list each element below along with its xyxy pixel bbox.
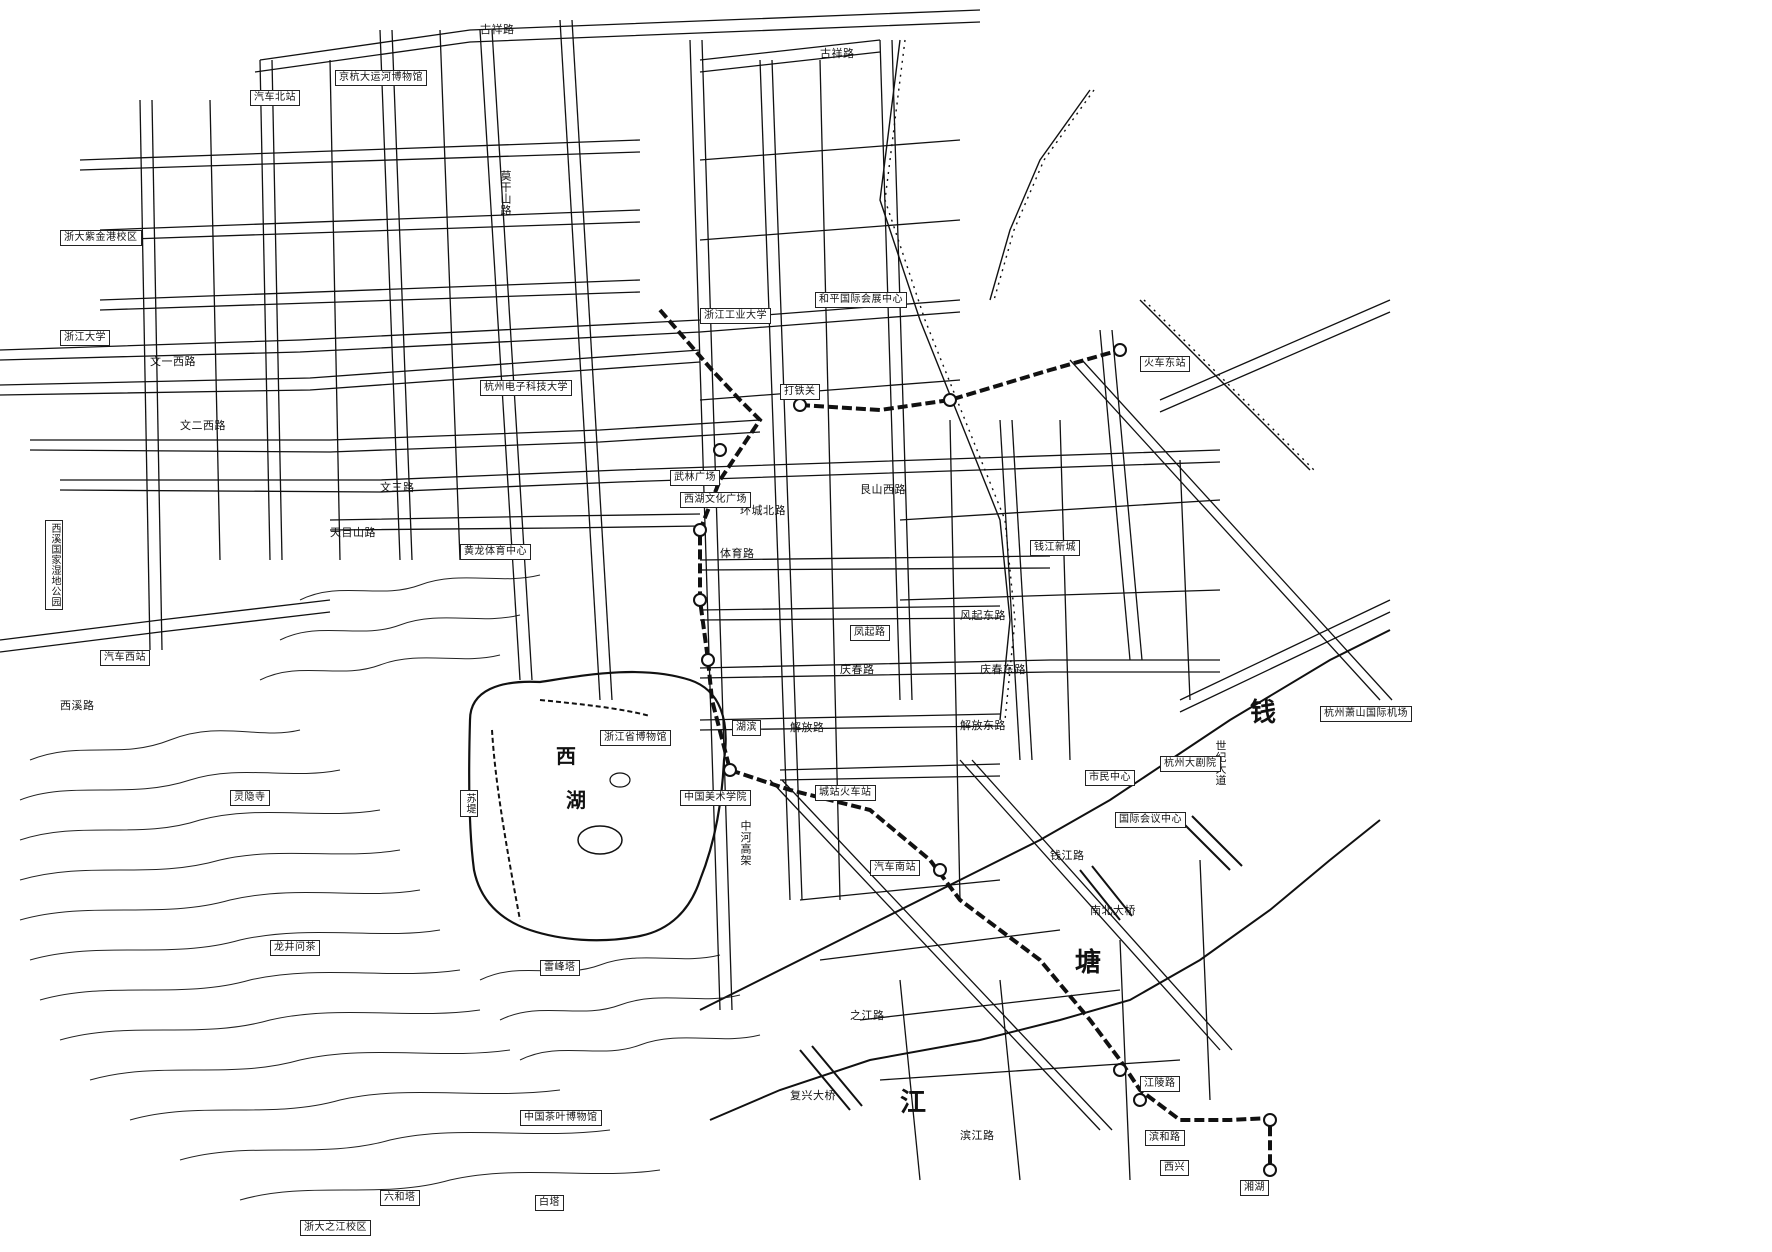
road-wener-west: 文二西路 bbox=[180, 419, 226, 432]
place-hefeng[interactable]: 和平国际会展中心 bbox=[815, 292, 907, 308]
place-airport[interactable]: 杭州萧山国际机场 bbox=[1320, 706, 1412, 722]
place-hz-univ[interactable]: 杭州电子科技大学 bbox=[480, 380, 572, 396]
qiantang-river-bank-north bbox=[699, 629, 1391, 1011]
place-xixi-wetland[interactable]: 西溪国家湿地公园 bbox=[45, 520, 63, 610]
road-qingchun-east: 庆春东路 bbox=[980, 663, 1026, 676]
road-huancheng-north: 环城北路 bbox=[740, 504, 786, 517]
hill-ridges bbox=[19, 574, 761, 1201]
place-canal-museum[interactable]: 京杭大运河博物馆 bbox=[335, 70, 427, 86]
place-cmu[interactable]: 中国美术学院 bbox=[680, 790, 751, 806]
road-fuxing: 复兴大桥 bbox=[790, 1089, 836, 1102]
place-tea-museum[interactable]: 中国茶叶博物馆 bbox=[520, 1110, 602, 1126]
qiantang-label-jiang: 江 bbox=[900, 1088, 927, 1118]
road-jiefang: 解放路 bbox=[790, 721, 825, 734]
road-wenyi-west: 文一西路 bbox=[150, 355, 196, 368]
place-lingyin[interactable]: 灵隐寺 bbox=[230, 790, 270, 806]
place-jiangling[interactable]: 江陵路 bbox=[1140, 1076, 1180, 1092]
place-bus-south[interactable]: 汽车南站 bbox=[870, 860, 920, 876]
road-tiyu: 体育路 bbox=[720, 547, 755, 560]
place-zj-museum[interactable]: 浙江省博物馆 bbox=[600, 730, 671, 746]
road-xixi: 西溪路 bbox=[60, 699, 95, 712]
west-lake-shore bbox=[468, 670, 727, 942]
road-genshan-west: 艮山西路 bbox=[860, 483, 906, 496]
place-zjut[interactable]: 浙江工业大学 bbox=[700, 308, 771, 324]
qiantang-river-bank-south bbox=[709, 819, 1381, 1121]
road-qingchun: 庆春路 bbox=[840, 663, 875, 676]
place-zju-zijingang[interactable]: 浙大紫金港校区 bbox=[60, 230, 142, 246]
place-chengzhan[interactable]: 城站火车站 bbox=[815, 785, 876, 801]
place-bus-west[interactable]: 汽车西站 bbox=[100, 650, 150, 666]
place-liuhe[interactable]: 六和塔 bbox=[380, 1190, 420, 1206]
railway-lines bbox=[879, 39, 1315, 721]
road-shibo: 世纪大道 bbox=[1214, 740, 1227, 786]
su-causeway bbox=[491, 729, 521, 921]
place-leifeng[interactable]: 雷峰塔 bbox=[540, 960, 580, 976]
road-binjiang: 滨江路 bbox=[960, 1129, 995, 1142]
metro-stations bbox=[693, 343, 1277, 1177]
road-guxiang-1: 古祥路 bbox=[480, 23, 515, 36]
place-xihu-culture[interactable]: 西湖文化广场 bbox=[680, 492, 751, 508]
road-nanbei: 南北大桥 bbox=[1090, 904, 1136, 917]
road-guxiang-2: 古祥路 bbox=[820, 47, 855, 60]
place-binhe[interactable]: 滨和路 bbox=[1145, 1130, 1185, 1146]
place-intl-expo[interactable]: 国际会议中心 bbox=[1115, 812, 1186, 828]
place-bus-north[interactable]: 汽车北站 bbox=[250, 90, 300, 106]
place-sudi[interactable]: 苏堤 bbox=[460, 790, 478, 817]
place-hubin[interactable]: 湖滨 bbox=[732, 720, 761, 736]
place-civic-center[interactable]: 市民中心 bbox=[1085, 770, 1135, 786]
place-grand-theatre[interactable]: 杭州大剧院 bbox=[1160, 756, 1221, 772]
road-network bbox=[0, 9, 1393, 1181]
santan-island bbox=[577, 825, 623, 855]
place-zju[interactable]: 浙江大学 bbox=[60, 330, 110, 346]
place-bai-ta[interactable]: 白塔 bbox=[535, 1195, 564, 1211]
road-mogan: 莫干山路 bbox=[499, 170, 512, 216]
bai-causeway bbox=[539, 699, 651, 717]
qiantang-label-qian: 钱 bbox=[1250, 698, 1277, 728]
road-qianjiang: 钱江路 bbox=[1050, 849, 1085, 862]
road-jiefang-east: 解放东路 bbox=[960, 719, 1006, 732]
place-daguan[interactable]: 打铁关 bbox=[780, 384, 820, 400]
road-wensan: 文三路 bbox=[380, 481, 415, 494]
place-wulin[interactable]: 武林广场 bbox=[670, 470, 720, 486]
qiantang-label-tang: 塘 bbox=[1075, 948, 1102, 978]
hu-xin-island bbox=[609, 772, 631, 788]
place-xianghu[interactable]: 湘湖 bbox=[1240, 1180, 1269, 1196]
road-fengqi-east: 风起东路 bbox=[960, 609, 1006, 622]
road-zhijiang: 之江路 bbox=[850, 1009, 885, 1022]
road-zhonghe: 中河高架 bbox=[739, 820, 752, 866]
place-huanglong[interactable]: 黄龙体育中心 bbox=[460, 544, 531, 560]
west-lake-label-2: 湖 bbox=[566, 788, 586, 812]
west-lake-label-1: 西 bbox=[556, 744, 576, 768]
place-qianjiang-newcity[interactable]: 钱江新城 bbox=[1030, 540, 1080, 556]
place-train-east[interactable]: 火车东站 bbox=[1140, 356, 1190, 372]
road-tianmushan: 天目山路 bbox=[330, 526, 376, 539]
place-fengqi[interactable]: 凤起路 bbox=[850, 625, 890, 641]
bridges bbox=[799, 815, 1243, 1111]
place-zhijiang-campus[interactable]: 浙大之江校区 bbox=[300, 1220, 371, 1236]
place-xixing[interactable]: 西兴 bbox=[1160, 1160, 1189, 1176]
place-longjing[interactable]: 龙井问茶 bbox=[270, 940, 320, 956]
